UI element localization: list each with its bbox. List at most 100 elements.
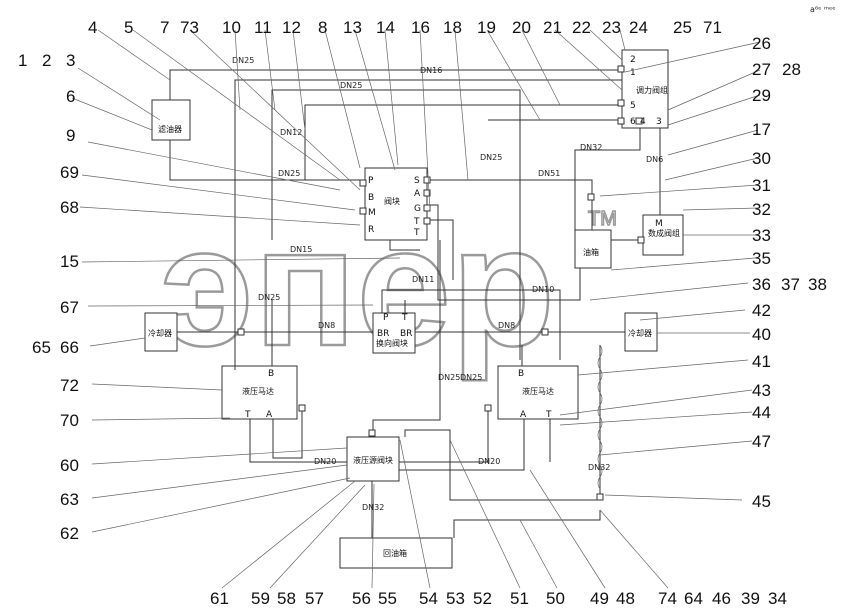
part-number: 13 (343, 18, 362, 37)
part-number: 2 (42, 51, 51, 70)
pipe-top-2 (234, 79, 622, 370)
part-number: 26 (752, 34, 771, 53)
port-servo-6: 6 (630, 117, 636, 127)
pipe-label-dn25-d: DN25 (480, 153, 502, 162)
part-number: 12 (282, 18, 301, 37)
part-number: 43 (752, 381, 771, 400)
part-number: 1 (18, 51, 27, 70)
pipe-label-dn6: DN6 (646, 155, 663, 164)
part-number: 73 (180, 18, 199, 37)
port-motor-mo: M (655, 219, 663, 229)
pipe-top-4 (304, 104, 622, 180)
part-number: 48 (616, 589, 635, 608)
port-servo-5: 5 (630, 101, 636, 111)
port-servo-2: 2 (630, 55, 636, 65)
pipe-label-dn10: DN10 (532, 285, 554, 294)
watermark-text: эпер (160, 192, 555, 382)
pipe-label-dn32-b: DN32 (588, 463, 610, 472)
motor-left-label: 液压马达 (242, 386, 274, 396)
part-number: 4 (88, 18, 97, 37)
part-numbers: 1 2 3 4 5 6 7 73 9 10 11 12 8 13 14 16 1… (18, 18, 827, 608)
filter-box (151, 99, 191, 141)
port-br2: BR (400, 329, 412, 339)
cooler-right-label: 冷却器 (628, 328, 652, 338)
part-number: 68 (60, 198, 79, 217)
part-number: 54 (419, 589, 438, 608)
leader-lines (71, 29, 761, 589)
part-number: 51 (510, 589, 529, 608)
part-number: 59 (251, 589, 270, 608)
port-p: P (383, 313, 389, 323)
bottom-tank-box (339, 537, 453, 569)
part-number: 3 (66, 51, 75, 70)
pipe-filter-out (169, 140, 365, 181)
part-number: 72 (60, 376, 79, 395)
port-servo-4: 4 (640, 117, 646, 127)
pipe-pump-top (372, 240, 441, 437)
motor-left-box (221, 365, 298, 420)
part-number: 41 (752, 352, 771, 371)
tank-label: 油箱 (583, 247, 599, 257)
pipe-label-dn11: DN11 (412, 275, 434, 284)
pipe-label-dn15: DN15 (290, 245, 312, 254)
pipe-dn20-left (249, 419, 347, 463)
part-number: 19 (477, 18, 496, 37)
port-g: G (414, 204, 421, 214)
pipe-top-1 (169, 69, 622, 100)
pipe-label-dn51: DN51 (538, 169, 560, 178)
pipe-label-dn20-b: DN20 (478, 457, 500, 466)
center-valve-block (364, 167, 428, 241)
port-m: M (368, 208, 376, 218)
main-valve-box (372, 312, 416, 354)
pipe-label-dn25-b: DN25 (340, 81, 362, 90)
part-number: 24 (629, 18, 648, 37)
port-br: BR (377, 329, 389, 339)
pipe-dn11 (427, 204, 581, 301)
pump-block-label: 液压源阀块 (353, 455, 393, 465)
pipe-label-dn16: DN16 (420, 66, 442, 75)
part-number: 55 (378, 589, 397, 608)
part-number: 10 (222, 18, 241, 37)
part-number: 7 (160, 18, 169, 37)
pipe-label-dn20-a: DN20 (314, 457, 336, 466)
pipe-label-dn25-e: DN25 (438, 373, 460, 382)
part-number: 70 (60, 411, 79, 430)
pipe-dn10 (381, 289, 561, 360)
filter-label: 滤油器 (158, 124, 182, 134)
cooler-left-label: 冷却器 (148, 328, 172, 338)
pipe-motor-left-a (272, 405, 303, 459)
part-number: 5 (124, 18, 133, 37)
part-number: 52 (473, 589, 492, 608)
pipe-label-dn25-a: DN25 (232, 56, 254, 65)
port-motor-right-b: B (518, 369, 524, 379)
part-number: 46 (712, 589, 731, 608)
port-motor-left-t: T (244, 410, 251, 420)
part-number: 20 (512, 18, 531, 37)
pipe-label-dn32-a: DN32 (580, 143, 602, 152)
port-motor-left-b: B (268, 369, 274, 379)
part-number: 14 (376, 18, 395, 37)
port-a: A (414, 189, 421, 199)
watermark-tm: TM (588, 208, 617, 230)
part-number: 28 (782, 60, 801, 79)
part-number: 44 (752, 403, 771, 422)
part-number: 18 (443, 18, 462, 37)
pipe-return-bottom (453, 510, 601, 538)
part-number: 31 (752, 176, 771, 195)
port-servo-3: 3 (656, 117, 662, 127)
part-number: 61 (210, 589, 229, 608)
port-motor-right-t: T (545, 410, 552, 420)
servo-valve-box (621, 49, 669, 129)
part-number: 66 (60, 338, 79, 357)
part-number: 21 (543, 18, 562, 37)
cooler-right-box (624, 312, 658, 352)
part-number: 9 (66, 126, 75, 145)
servo-valve-label: 调力阀组 (636, 85, 668, 95)
part-number: 63 (60, 490, 79, 509)
part-number: 62 (60, 524, 79, 543)
bottom-tank-label: 回油箱 (383, 548, 407, 558)
port-s: S (414, 176, 420, 186)
part-number: 40 (752, 325, 771, 344)
part-number: 6 (66, 87, 75, 106)
